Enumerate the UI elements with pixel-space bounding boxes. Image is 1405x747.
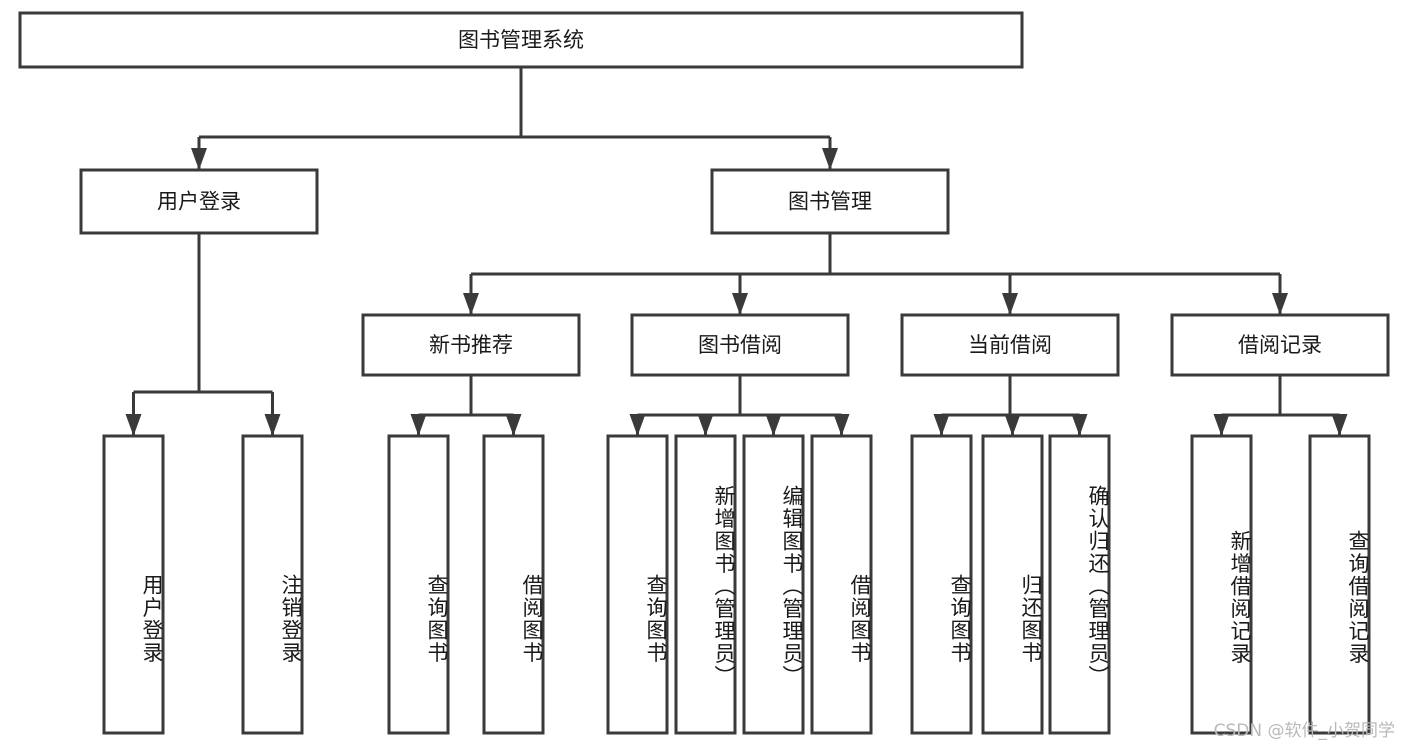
node-leaf-query-borrow-record[interactable] [1308, 434, 1371, 735]
arrow-head-icon [765, 414, 782, 436]
node-book-borrow-label: 图书借阅 [698, 333, 782, 357]
node-root-label: 图书管理系统 [458, 28, 584, 52]
arrow-head-icon [697, 414, 714, 436]
node-leaf-add-book[interactable] [674, 434, 737, 735]
csdn-watermark: CSDN @软件_小贺同学 [1213, 721, 1395, 741]
node-user-login-label: 用户登录 [157, 190, 241, 214]
node-book-management-label: 图书管理 [788, 190, 872, 214]
arrow-head-icon [629, 414, 646, 436]
node-book-borrow[interactable] [630, 313, 850, 377]
node-leaf-add-borrow-record[interactable] [1190, 434, 1253, 735]
node-leaf-edit-book[interactable] [742, 434, 805, 735]
arrow-head-icon [833, 414, 850, 436]
node-leaf-return-book[interactable] [981, 434, 1044, 735]
node-leaf-confirm-return[interactable] [1048, 434, 1111, 735]
node-borrow-record[interactable] [1170, 313, 1390, 377]
connector-layer [125, 67, 1348, 436]
node-leaf-query-book-2[interactable] [606, 434, 669, 735]
arrow-head-icon [264, 414, 281, 436]
node-current-borrow-label: 当前借阅 [968, 333, 1052, 357]
node-book-management[interactable] [710, 168, 950, 235]
arrow-head-icon [1331, 414, 1348, 436]
node-leaf-borrow-book-1[interactable] [482, 434, 545, 735]
arrow-head-icon [125, 414, 142, 436]
node-user-login[interactable] [79, 168, 319, 235]
node-leaf-logout[interactable] [241, 434, 304, 735]
arrow-head-icon [191, 148, 207, 170]
node-leaf-user-login[interactable] [102, 434, 165, 735]
arrow-head-icon [1004, 414, 1021, 436]
arrow-head-icon [410, 414, 427, 436]
arrow-head-icon [505, 414, 522, 436]
arrow-head-icon [1272, 293, 1288, 315]
node-leaf-query-book-1[interactable] [387, 434, 450, 735]
arrow-head-icon [1213, 414, 1230, 436]
node-current-borrow[interactable] [900, 313, 1120, 377]
node-root[interactable] [18, 11, 1024, 69]
arrow-head-icon [933, 414, 950, 436]
arrow-head-icon [732, 293, 748, 315]
node-leaf-borrow-book-2[interactable] [810, 434, 873, 735]
node-leaf-query-book-3[interactable] [910, 434, 973, 735]
arrow-head-icon [463, 293, 479, 315]
node-borrow-record-label: 借阅记录 [1238, 333, 1322, 357]
arrow-head-icon [1002, 293, 1018, 315]
node-box-layer [18, 11, 1390, 735]
arrow-head-icon [1071, 414, 1088, 436]
node-new-book-recommend[interactable] [361, 313, 581, 377]
node-new-book-recommend-label: 新书推荐 [429, 333, 513, 357]
arrow-head-icon [822, 148, 838, 170]
